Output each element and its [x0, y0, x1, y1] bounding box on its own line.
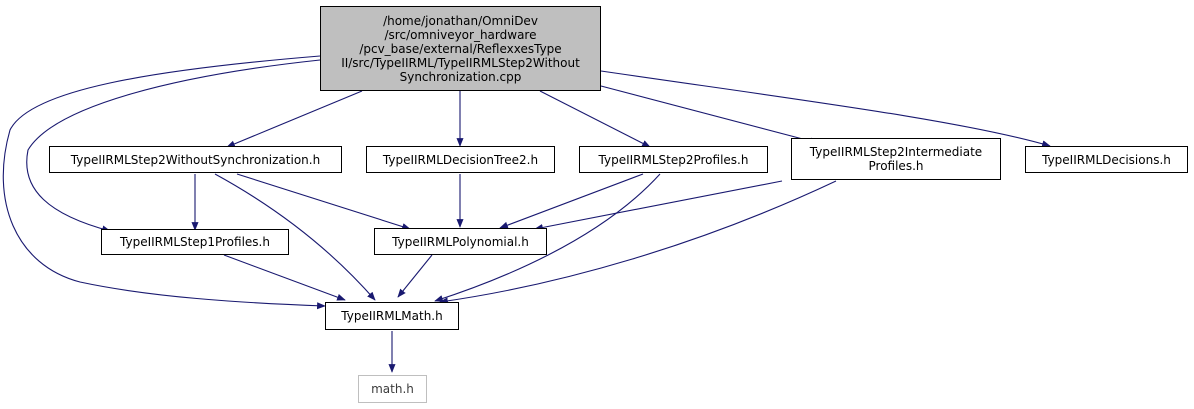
node-step1-profiles-h[interactable]: TypeIIRMLStep1Profiles.h: [101, 229, 289, 255]
edge-polynomial-to-math: [397, 254, 433, 298]
root-file-node: /home/jonathan/OmniDev /src/omniveyor_ha…: [320, 6, 601, 91]
edge-root-to-step1profiles: [26, 59, 321, 233]
node-label: TypeIIRMLStep2Profiles.h: [598, 152, 749, 167]
edge-root-to-step2profiles: [539, 90, 651, 148]
node-math-std-h: math.h: [358, 375, 427, 403]
node-label: TypeIIRMLStep1Profiles.h: [120, 235, 270, 249]
edge-step1profiles-to-math: [223, 254, 346, 301]
node-math-h[interactable]: TypeIIRMLMath.h: [325, 302, 459, 330]
edge-root-to-decisions: [600, 70, 1051, 148]
edge-step2intermediate-to-math: [439, 180, 837, 305]
node-label: TypeIIRMLPolynomial.h: [392, 234, 529, 249]
node-label: TypeIIRMLStep2WithoutSynchronization.h: [70, 152, 321, 167]
node-label: TypeIIRMLStep2Intermediate Profiles.h: [809, 145, 983, 173]
edge-root-to-step2without: [226, 90, 363, 148]
node-decision-tree2-h[interactable]: TypeIIRMLDecisionTree2.h: [366, 146, 555, 173]
node-label: TypeIIRMLDecisions.h: [1042, 152, 1171, 167]
edge-root-to-step2intermediate: [600, 85, 819, 145]
node-label: TypeIIRMLMath.h: [341, 309, 443, 323]
edge-step2without-to-math: [214, 173, 376, 301]
node-polynomial-h[interactable]: TypeIIRMLPolynomial.h: [374, 228, 547, 255]
node-step2-without-synchronization-h[interactable]: TypeIIRMLStep2WithoutSynchronization.h: [49, 146, 342, 173]
edge-root-to-math: [2, 55, 326, 310]
node-label: math.h: [371, 382, 414, 396]
edge-step2profiles-to-math: [434, 173, 661, 302]
edge-step2intermediate-to-polynomial: [534, 180, 783, 231]
node-step2-intermediate-profiles-h[interactable]: TypeIIRMLStep2Intermediate Profiles.h: [791, 138, 1001, 180]
node-decisions-h[interactable]: TypeIIRMLDecisions.h: [1025, 146, 1188, 173]
root-file-label: /home/jonathan/OmniDev /src/omniveyor_ha…: [341, 13, 580, 84]
node-label: TypeIIRMLDecisionTree2.h: [382, 152, 539, 167]
edge-step2profiles-to-polynomial: [499, 173, 644, 229]
edge-step2without-to-polynomial: [236, 173, 411, 230]
node-step2-profiles-h[interactable]: TypeIIRMLStep2Profiles.h: [579, 146, 768, 173]
